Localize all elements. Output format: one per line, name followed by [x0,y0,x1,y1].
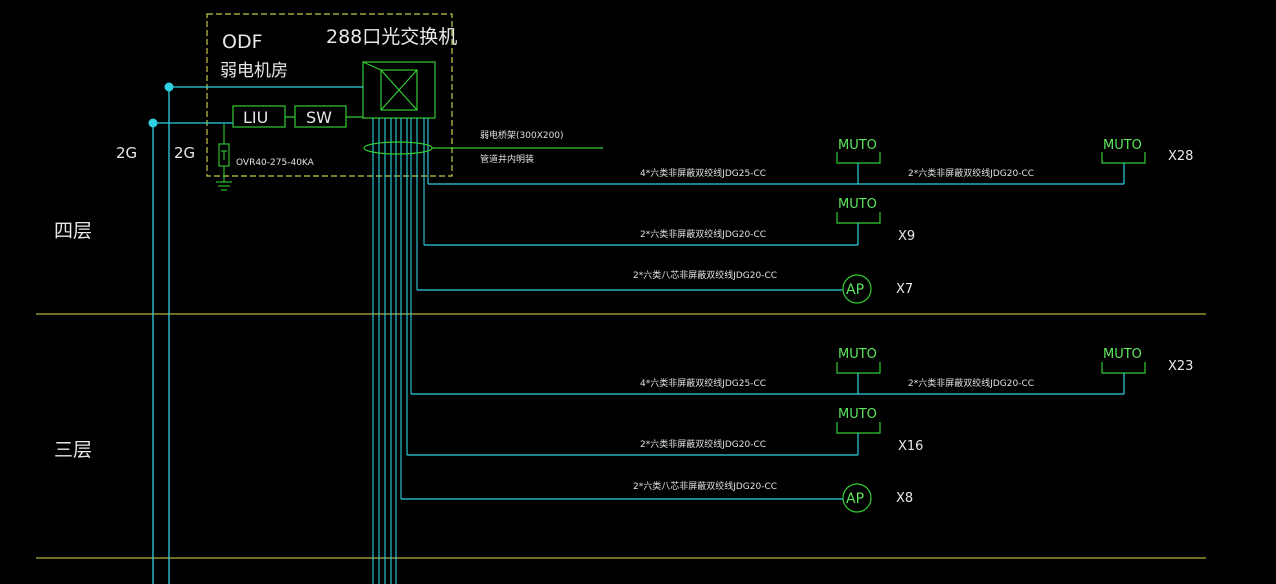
odf-label: ODF [222,31,263,53]
riser-label-left: 2G [116,144,137,162]
cable-label: 2*六类非屏蔽双绞线JDG20-CC [640,228,766,240]
svg-text:MUTO: MUTO [1103,347,1142,362]
cable-label: 2*六类非屏蔽双绞线JDG20-CC [640,438,766,450]
cable-label: 4*六类非屏蔽双绞线JDG25-CC [640,377,766,389]
riser-label-right: 2G [174,144,195,162]
svg-text:MUTO: MUTO [838,197,877,212]
cable-label: 2*六类非屏蔽双绞线JDG20-CC [908,377,1034,389]
svg-text:MUTO: MUTO [838,347,877,362]
muto-outlet: MUTO [1101,138,1146,184]
outlet-count: X9 [898,229,915,244]
ap-device: AP [842,274,872,304]
outlet-count: X8 [896,491,913,506]
outlet-count: X7 [896,282,913,297]
muto-outlet: MUTO [836,407,881,455]
outlet-count: X23 [1168,359,1193,374]
svg-text:MUTO: MUTO [838,138,877,153]
svg-text:MUTO: MUTO [838,407,877,422]
cable-label: 2*六类八芯非屏蔽双绞线JDG20-CC [633,480,777,492]
cable-label: 4*六类非屏蔽双绞线JDG25-CC [640,167,766,179]
tray-label-1: 弱电桥架(300X200) [480,129,564,141]
muto-outlet: MUTO [836,347,881,394]
surge-protector [216,124,232,191]
cable-label: 2*六类八芯非屏蔽双绞线JDG20-CC [633,269,777,281]
ap-device: AP [842,483,872,513]
room-name-label: 弱电机房 [220,61,288,81]
cable-bundle [372,118,429,584]
cable-label: 2*六类非屏蔽双绞线JDG20-CC [908,167,1034,179]
sw-label: SW [306,108,332,127]
muto-outlet: MUTO [1101,347,1146,394]
svg-text:MUTO: MUTO [1103,138,1142,153]
muto-outlet: MUTO [836,138,881,184]
spd-label: OVR40-275-40KA [236,158,315,168]
floor-label: 四层 [54,220,92,242]
svg-text:AP: AP [846,491,864,507]
switch-box [362,61,436,119]
svg-text:AP: AP [846,282,864,298]
muto-outlet: MUTO [836,197,881,245]
outlet-count: X16 [898,439,923,454]
switch-name-label: 288口光交换机 [326,26,457,48]
liu-label: LIU [243,108,268,127]
outlet-count: X28 [1168,149,1193,164]
cable-tray-ellipse [363,141,433,155]
machine-room-box [206,13,453,177]
tray-label-2: 管道井内明装 [480,153,534,165]
floor-label: 三层 [54,439,92,461]
